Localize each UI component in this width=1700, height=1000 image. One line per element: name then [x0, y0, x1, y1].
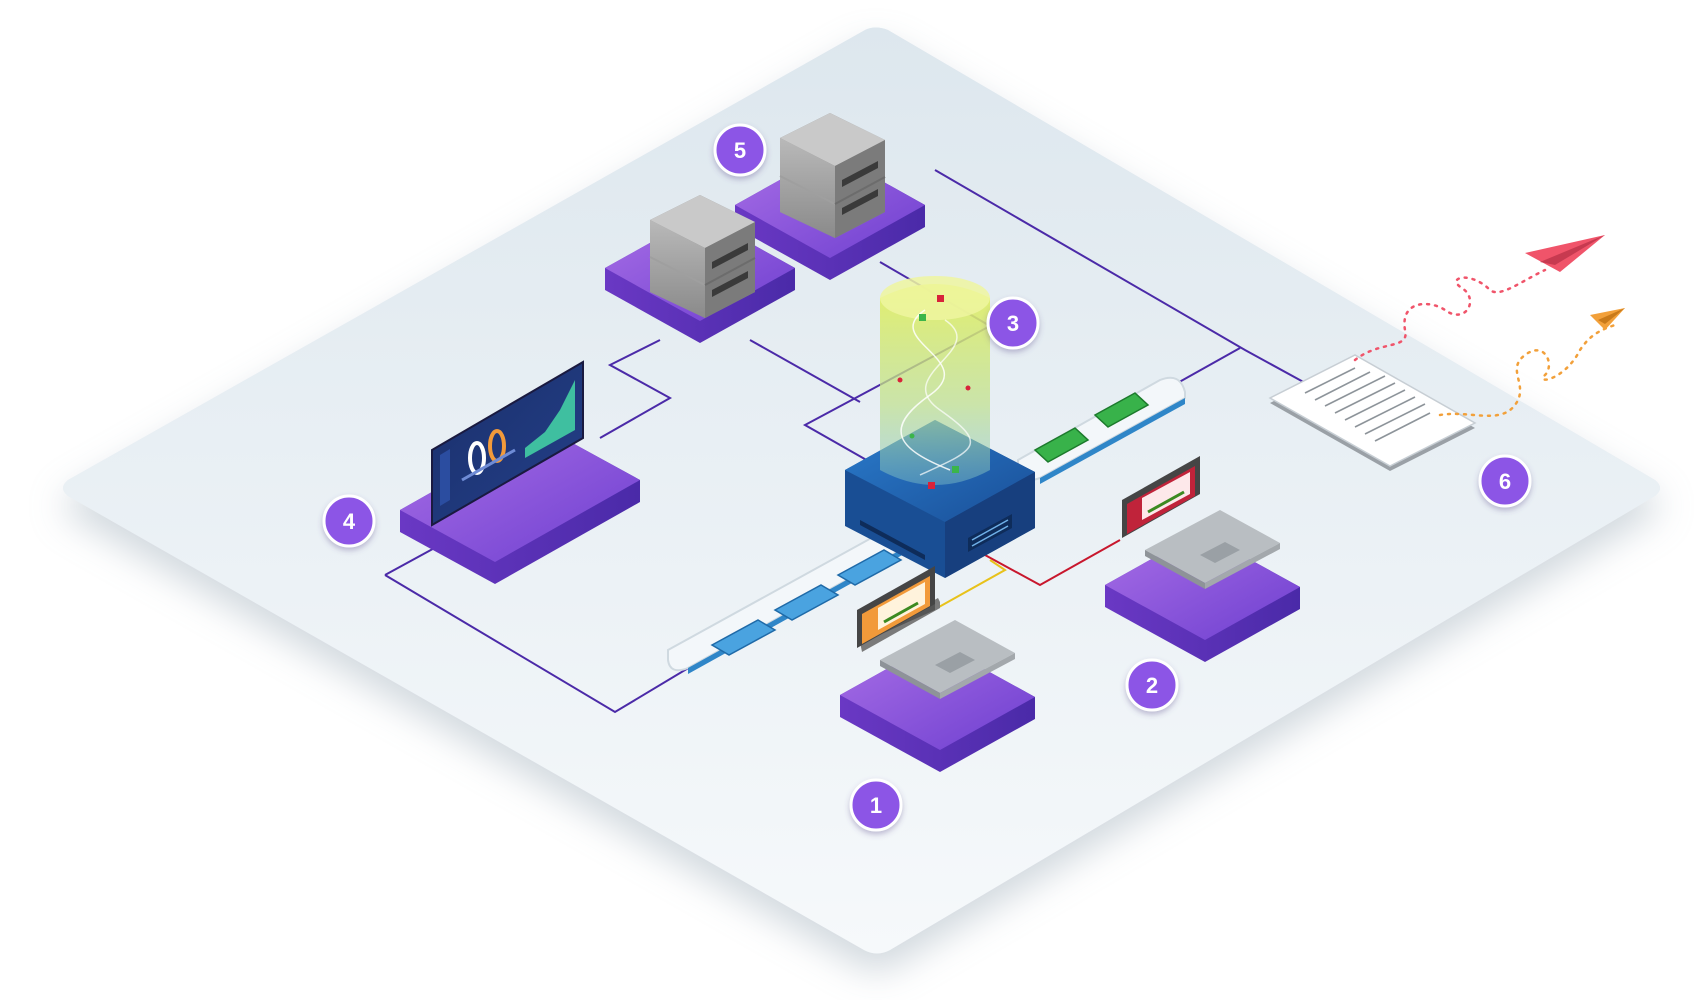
belt-card: [773, 584, 840, 621]
connector-db-to-hub: [749, 339, 861, 403]
flight-path-orange: [1438, 323, 1617, 417]
badge-5: 5: [713, 123, 767, 177]
report-document: [1268, 354, 1477, 471]
badge-6: 6: [1478, 454, 1532, 508]
connector-dashboard-to-belt: [384, 574, 691, 714]
belt-card: [1033, 427, 1090, 463]
database-server-right: [779, 113, 886, 238]
connector-dashboard-side: [384, 544, 441, 576]
badge-2: 2: [1125, 658, 1179, 712]
badge-1: 1: [849, 778, 903, 832]
platform-dashboard: [400, 428, 640, 584]
particle-green: [919, 314, 926, 321]
svg-text:3: 3: [1007, 311, 1019, 336]
svg-text:6: 6: [1499, 469, 1511, 494]
belt-card: [710, 619, 777, 656]
flight-path-red: [1353, 268, 1547, 362]
badge-4: 4: [322, 494, 376, 548]
connector-hub-to-laptop1: [929, 559, 1007, 613]
paper-plane-orange-icon: [1590, 308, 1625, 330]
svg-text:4: 4: [343, 509, 356, 534]
svg-text:1: 1: [870, 793, 882, 818]
belt-card: [836, 549, 903, 586]
connector-hub-to-laptop2: [984, 539, 1121, 587]
conveyor-belt-lower: [667, 522, 916, 674]
belt-card: [1093, 392, 1150, 428]
svg-text:2: 2: [1146, 673, 1158, 698]
processing-column: [880, 276, 990, 489]
laptop-red: [1122, 456, 1280, 589]
flight-paths: [1353, 268, 1617, 417]
svg-text:5: 5: [734, 138, 746, 163]
dashboard-monitor: [431, 360, 584, 527]
particle-red: [937, 295, 944, 302]
paper-plane-red-icon: [1525, 235, 1605, 272]
particle-red: [928, 482, 935, 489]
database-server-left: [649, 195, 756, 318]
badge-3: 3: [986, 296, 1040, 350]
particle-green: [952, 466, 959, 473]
connector-db-to-dashboard: [599, 339, 673, 439]
laptop-orange: [857, 566, 1015, 699]
